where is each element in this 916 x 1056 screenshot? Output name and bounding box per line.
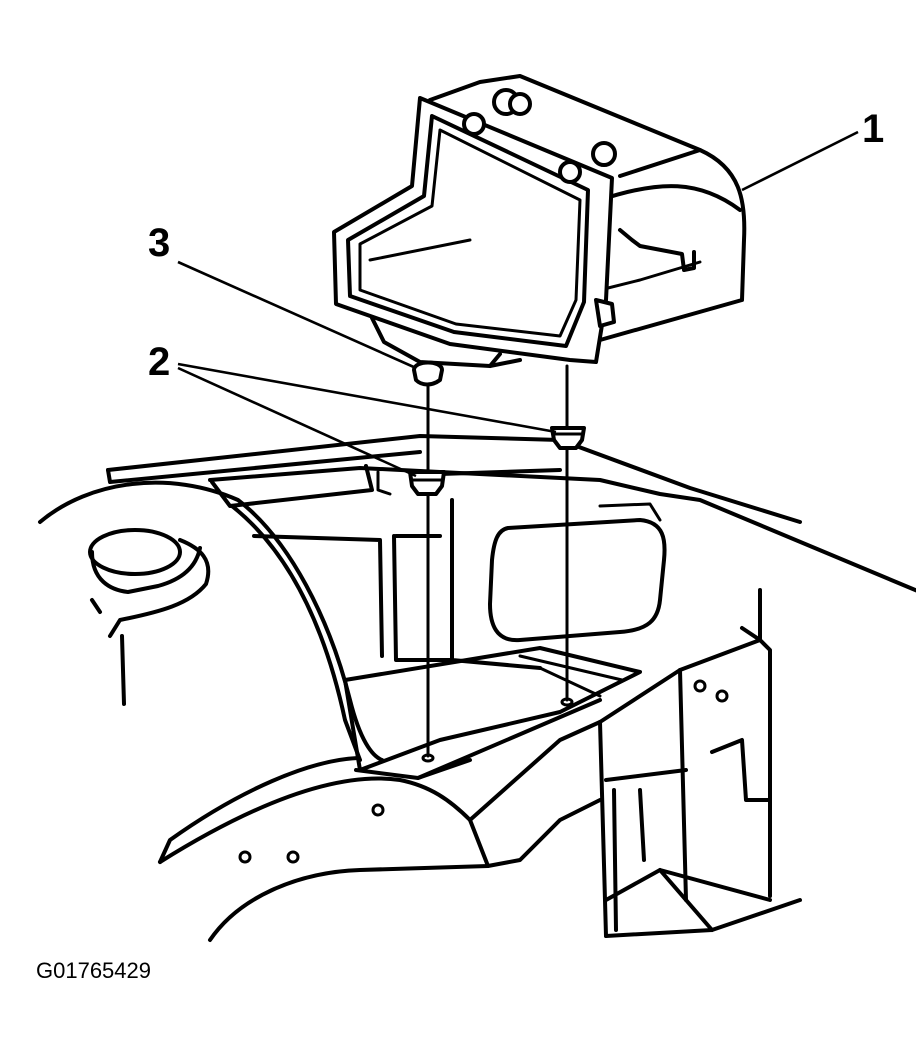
callout-label-2: 2 <box>148 340 170 384</box>
grommet-2-right <box>550 426 586 450</box>
callout-label-1: 1 <box>862 107 884 151</box>
fasteners <box>408 360 586 496</box>
vehicle-body-structure <box>38 434 916 942</box>
callout-label-3: 3 <box>148 221 170 265</box>
housing-bolts <box>462 88 617 184</box>
grommet-3 <box>412 360 444 387</box>
reservoir-cap <box>88 528 182 576</box>
grommet-2-left <box>408 470 446 496</box>
assembly-centerlines <box>421 364 574 763</box>
callout-leaders <box>177 130 859 478</box>
component-housing <box>332 74 747 368</box>
figure-code: G01765429 <box>36 958 151 983</box>
